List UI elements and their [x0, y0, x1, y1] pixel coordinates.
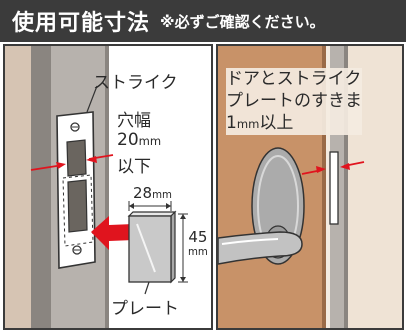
- recess-outline: [62, 174, 94, 247]
- title-banner: 使用可能寸法 ※必ずご確認ください。: [0, 0, 406, 42]
- hole-width-arrows: [30, 154, 114, 171]
- plate-card: [127, 210, 177, 284]
- strike-illustration: [5, 46, 211, 328]
- hole-width-measure: 20mm: [117, 130, 161, 150]
- hole-width-unit: mm: [138, 134, 162, 148]
- plate-height-value: 45: [188, 228, 208, 246]
- gap-value: 1: [226, 113, 237, 133]
- wall-left: [5, 46, 31, 328]
- plate-width-label: 28mm: [133, 184, 172, 202]
- hole-width-suffix: 以下: [117, 157, 151, 177]
- lever-handle-icon: [218, 147, 305, 265]
- plate-height-dimension: [178, 213, 188, 283]
- gap-suffix: 以上: [259, 113, 294, 133]
- gap-arrows: [301, 161, 365, 175]
- plate-height-unit: mm: [188, 247, 208, 258]
- plate-width-dimension: [128, 201, 172, 211]
- right-panel: ドアとストライク プレートのすきま 1mm以上: [216, 44, 404, 330]
- strike-hole-bottom: [67, 179, 88, 233]
- banner-note: ※必ずご確認ください。: [160, 12, 325, 31]
- plate-width-unit: mm: [152, 190, 172, 201]
- gap-line-1: ドアとストライク: [226, 69, 362, 89]
- strike-label: ストライク: [93, 73, 178, 93]
- banner-title: 使用可能寸法: [12, 11, 151, 36]
- plate-leader: [144, 281, 150, 295]
- frame-shadow: [105, 46, 109, 328]
- plate-label: プレート: [111, 299, 179, 319]
- strike-hole-top: [66, 139, 87, 177]
- door-edge: [322, 46, 326, 328]
- hole-width-label: 穴幅: [117, 111, 151, 131]
- strike-leader: [86, 85, 98, 113]
- plate-width-value: 28: [133, 184, 153, 202]
- hole-width-value: 20: [117, 130, 139, 150]
- insert-arrow-icon: [91, 216, 133, 250]
- gap-line-3: 1mm以上: [226, 112, 362, 135]
- gap-line-2: プレートのすきま: [226, 91, 362, 111]
- strike-plate-side: [329, 151, 339, 225]
- gap-description: ドアとストライク プレートのすきま 1mm以上: [226, 68, 362, 135]
- gap-unit: mm: [236, 117, 260, 131]
- frame-edge: [31, 46, 51, 328]
